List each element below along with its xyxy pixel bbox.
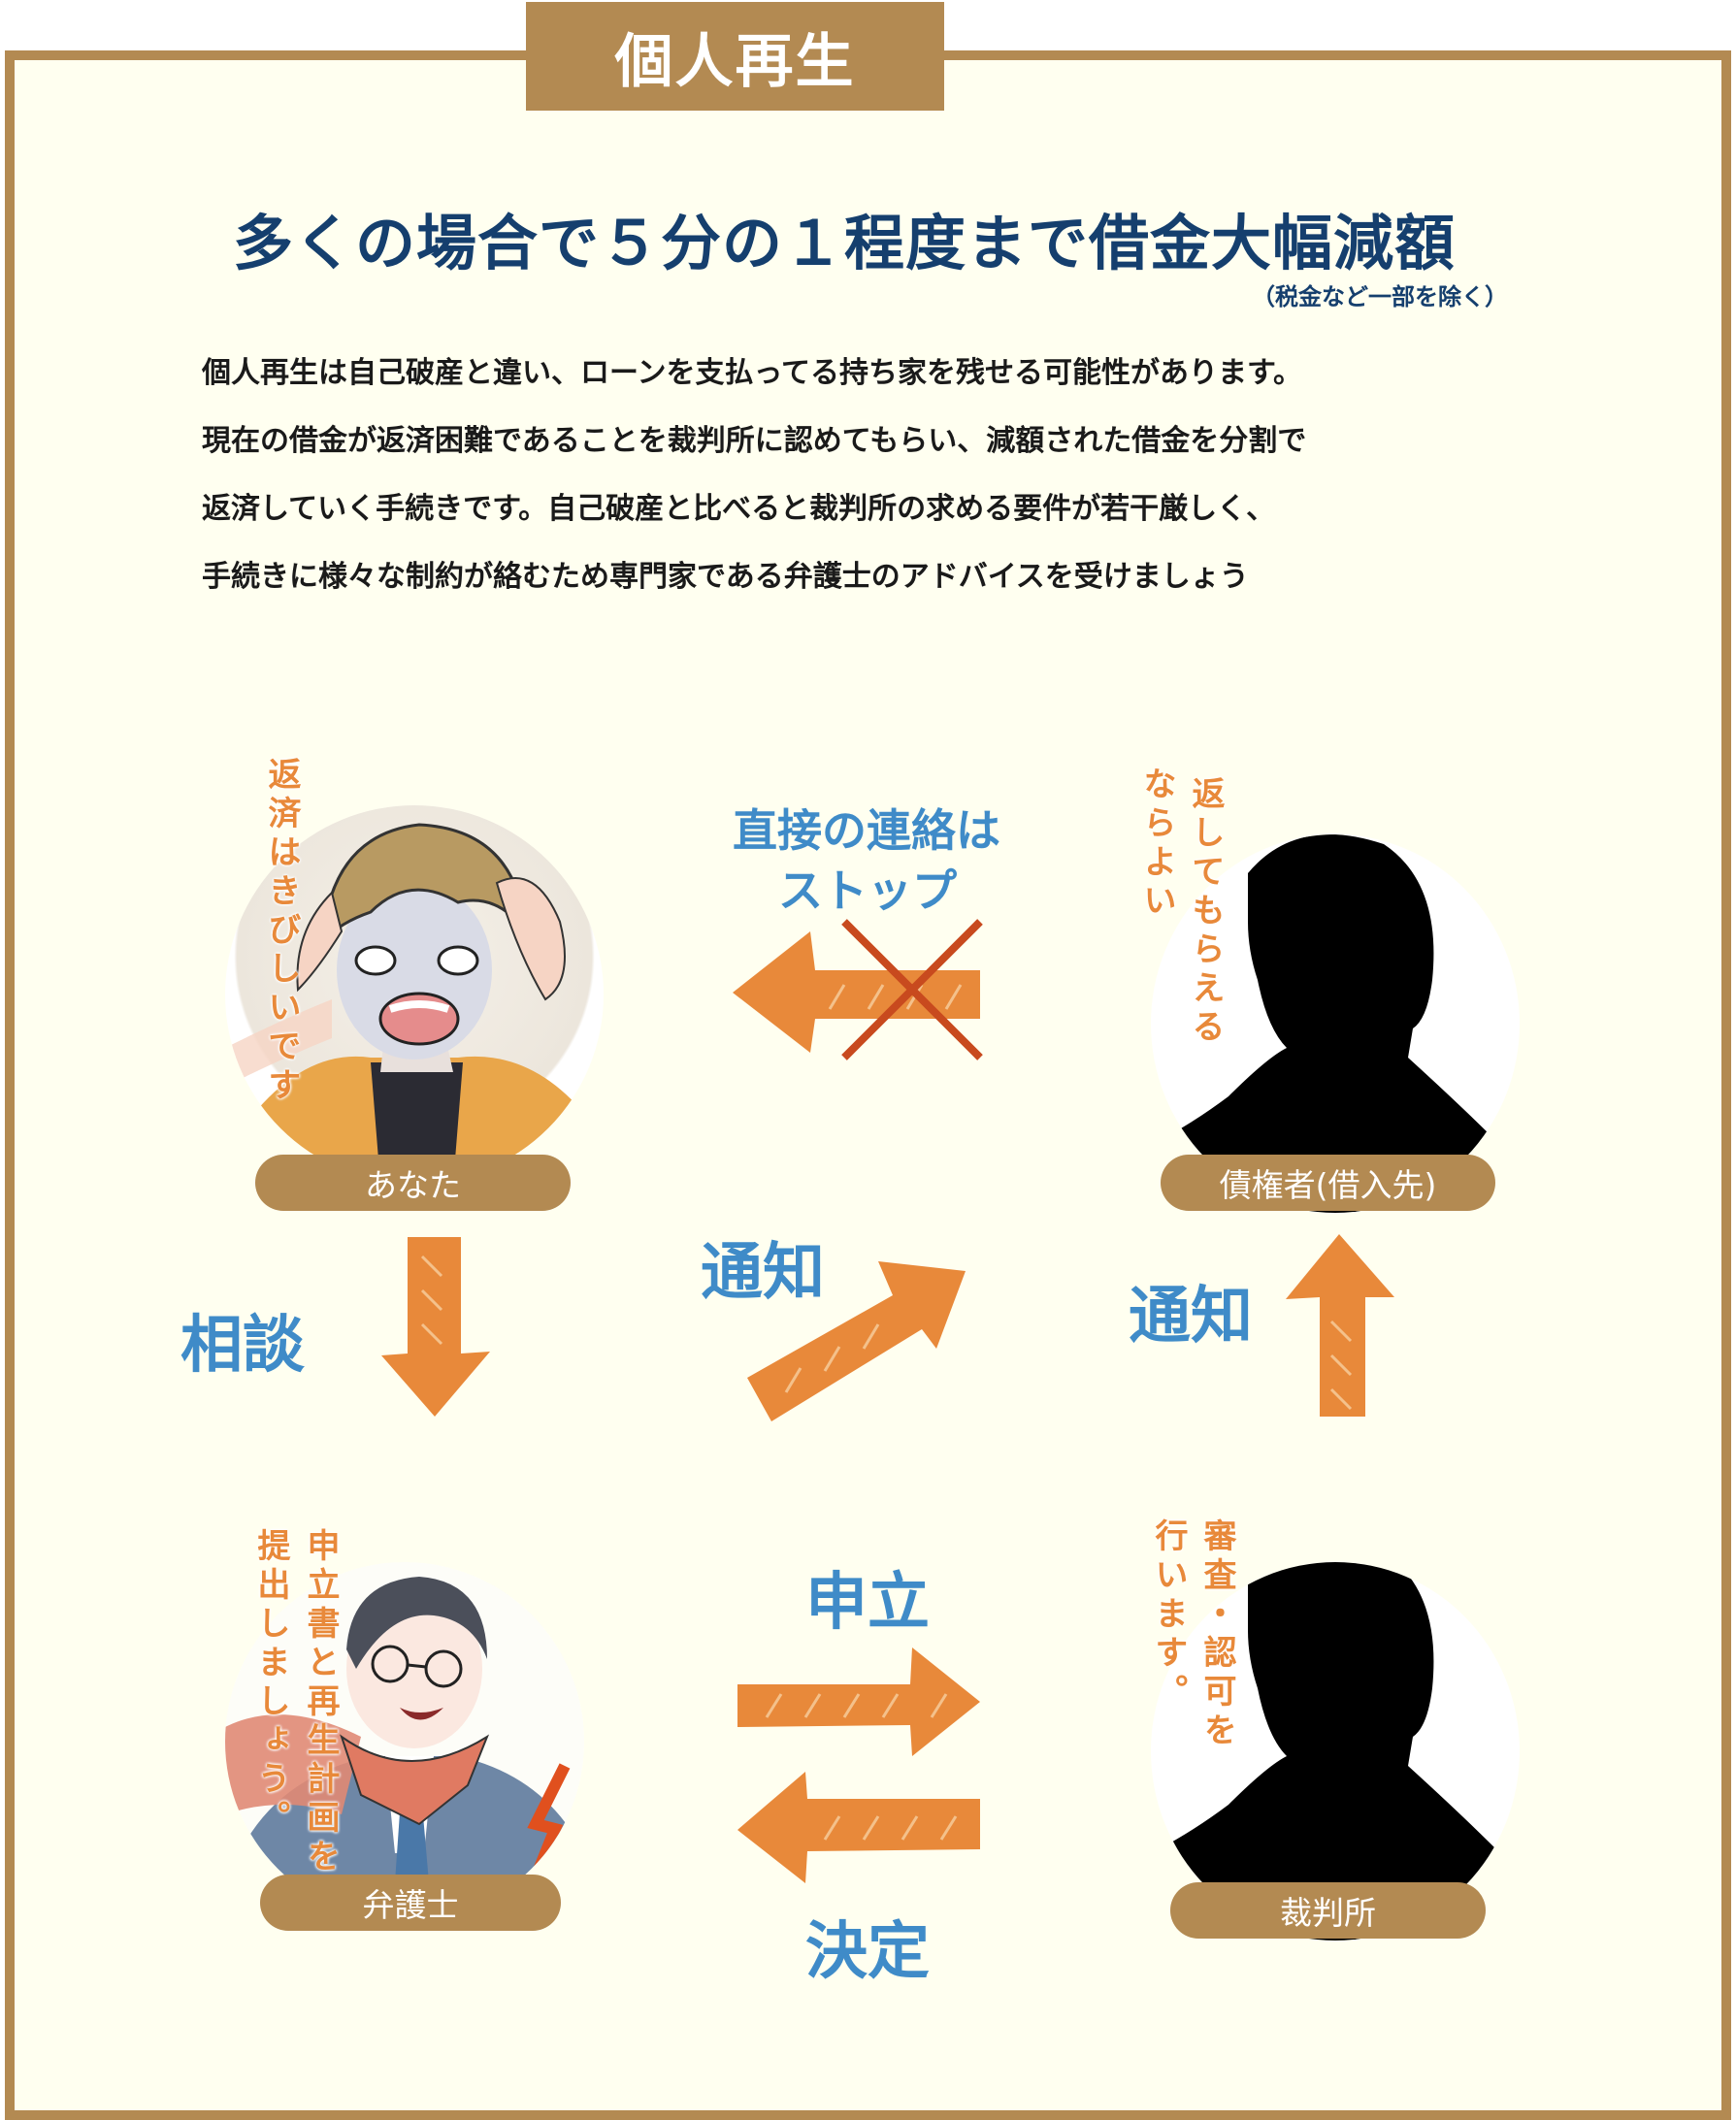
lawyer-label: 弁護士: [260, 1875, 561, 1931]
court-speech-col1: 審査・認可を: [1197, 1518, 1236, 1751]
lawyer-speech-col1: 申立書と再生計画を: [301, 1528, 340, 1877]
creditor-label: 債権者(借入先): [1161, 1155, 1495, 1211]
person-silhouette-icon: [1151, 834, 1520, 1213]
court-label: 裁判所: [1170, 1882, 1486, 1939]
you-label: あなた: [255, 1155, 571, 1211]
consult-label: 相談: [180, 1310, 305, 1382]
cross-mark-icon: [841, 919, 983, 1060]
creditor-speech-col1: 返してもらえる: [1186, 776, 1225, 1048]
court-speech-col2: 行います。: [1149, 1518, 1188, 1712]
person-silhouette-icon: [1151, 1562, 1520, 1941]
notify-up-label: 通知: [1129, 1281, 1253, 1353]
paragraph-line: 個人再生は自己破産と違い、ローンを支払ってる持ち家を残せる可能性があります。: [202, 356, 1302, 390]
left-arrow-icon: [733, 931, 980, 1053]
you-speech-text: 返済はきびしいです: [262, 757, 301, 1106]
left-arrow-icon: [737, 1772, 980, 1883]
paragraph-line: 現在の借金が返済困難であることを裁判所に認めてもらい、減額された借金を分割で: [202, 424, 1307, 458]
lawyer-speech-col2: 提出しましょう。: [251, 1528, 290, 1839]
page-title: 個人再生: [614, 27, 856, 96]
right-arrow-icon: [737, 1647, 980, 1756]
down-arrow-icon: [381, 1237, 490, 1417]
worried-man-illustration: [225, 805, 604, 1184]
petition-label: 申立: [805, 1567, 930, 1639]
creditor-speech-col2: ならよい: [1137, 766, 1176, 922]
headline-note: （税金など一部を除く）: [1252, 283, 1508, 310]
creditor-silhouette-circle: [1151, 834, 1520, 1213]
up-right-arrow-icon: [747, 1261, 966, 1421]
headline: 多くの場合で５分の１程度まで借金大幅減額: [233, 208, 1457, 278]
title-tab: 個人再生: [526, 2, 944, 111]
worried-man-icon: [225, 823, 604, 1184]
stop-contact-label-line2: ストップ: [778, 864, 957, 917]
intro-paragraph: 個人再生は自己破産と違い、ローンを支払ってる持ち家を残せる可能性があります。 現…: [202, 340, 1560, 611]
court-silhouette-circle: [1151, 1562, 1520, 1941]
paragraph-line: 手続きに様々な制約が絡むため専門家である弁護士のアドバイスを受けましょう: [202, 560, 1249, 594]
stop-contact-label-line1: 直接の連絡は: [733, 804, 1000, 857]
paragraph-line: 返済していく手続きです。自己破産と比べると裁判所の求める要件が若干厳しく、: [202, 492, 1276, 526]
up-arrow-icon: [1286, 1234, 1394, 1417]
notify-diagonal-label: 通知: [701, 1237, 825, 1309]
decision-label: 決定: [805, 1916, 930, 1988]
